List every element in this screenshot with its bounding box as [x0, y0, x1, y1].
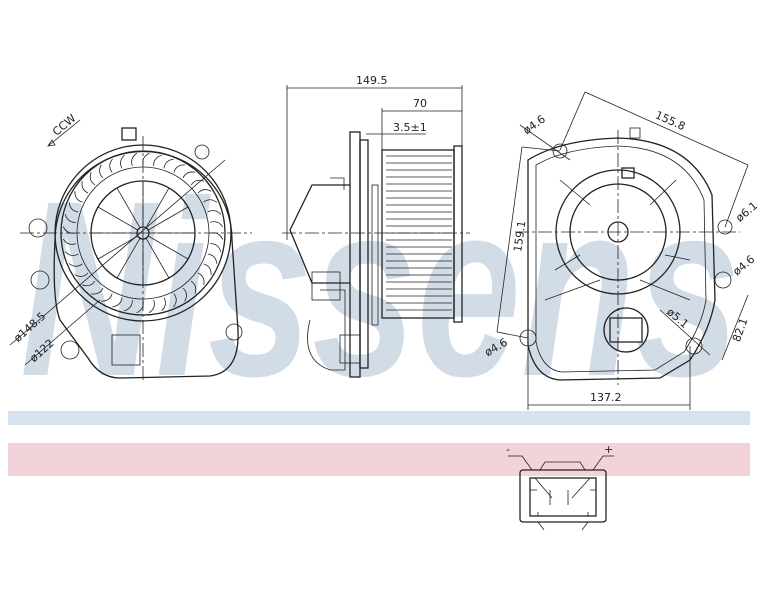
fan-blade	[182, 171, 196, 179]
fan-blade	[109, 158, 113, 173]
wheel-spoke	[116, 187, 141, 229]
fan-blade	[81, 180, 89, 194]
fan-blade	[197, 272, 205, 286]
fan-blade	[68, 202, 79, 213]
fan-blade	[74, 191, 83, 203]
fan-blade	[197, 189, 212, 194]
fan-blade	[90, 287, 104, 295]
fan-blade	[207, 210, 222, 215]
side-view: 149.5 70 3.5±1	[282, 74, 470, 378]
fan-blade	[124, 300, 133, 312]
overall-length-label: 149.5	[356, 74, 388, 87]
fan-blade	[99, 164, 104, 179]
fan-blade	[210, 243, 222, 252]
fan-blade	[64, 251, 79, 256]
bottom-width-label: 137.2	[590, 391, 622, 404]
fan-blade	[163, 158, 174, 169]
fan-blade	[190, 280, 197, 295]
plus-terminal-label: +	[604, 443, 613, 456]
fan-blade	[203, 199, 218, 203]
fan-blade	[64, 214, 76, 223]
wheel-spoke	[147, 235, 189, 260]
wheel-length-label: 70	[413, 97, 427, 110]
fan-blade	[74, 272, 89, 277]
hole-top-left-label: ø4.6	[521, 113, 548, 138]
fan-blade	[81, 280, 96, 287]
nissens-watermark: Nissens	[20, 149, 740, 428]
fan-blade	[153, 154, 162, 166]
fan-blade	[203, 263, 212, 275]
fan-blade	[131, 152, 138, 166]
fan-blade	[112, 297, 123, 308]
pink-band	[8, 443, 750, 476]
wheel-spoke	[97, 235, 139, 260]
fan-blade	[62, 238, 76, 245]
wheel-spoke	[147, 206, 189, 231]
wheel-spoke	[116, 237, 141, 279]
wheel-spoke	[145, 237, 170, 279]
fan-blade	[173, 293, 177, 308]
height-label: 159.1	[511, 220, 528, 253]
minus-terminal-label: -	[506, 443, 510, 456]
fan-blade	[207, 253, 218, 264]
blue-band	[8, 411, 750, 425]
connector-pinout: - +	[506, 443, 614, 531]
fan-blade	[182, 287, 187, 302]
fan-blade	[210, 221, 224, 228]
ccw-label: CCW	[50, 112, 79, 139]
wheel-spoke	[97, 206, 139, 231]
gap-label: 3.5±1	[393, 121, 427, 134]
fan-blade	[190, 179, 205, 186]
fan-blade	[120, 154, 125, 169]
wheel-spoke	[145, 187, 170, 229]
fan-blade	[68, 263, 83, 267]
fan-blade	[101, 293, 113, 302]
fan-blade	[148, 300, 155, 314]
diagonal-width-label: 155.8	[653, 109, 687, 134]
fan-blade	[89, 171, 96, 186]
fan-blade	[173, 164, 185, 173]
fan-blade	[161, 297, 166, 312]
